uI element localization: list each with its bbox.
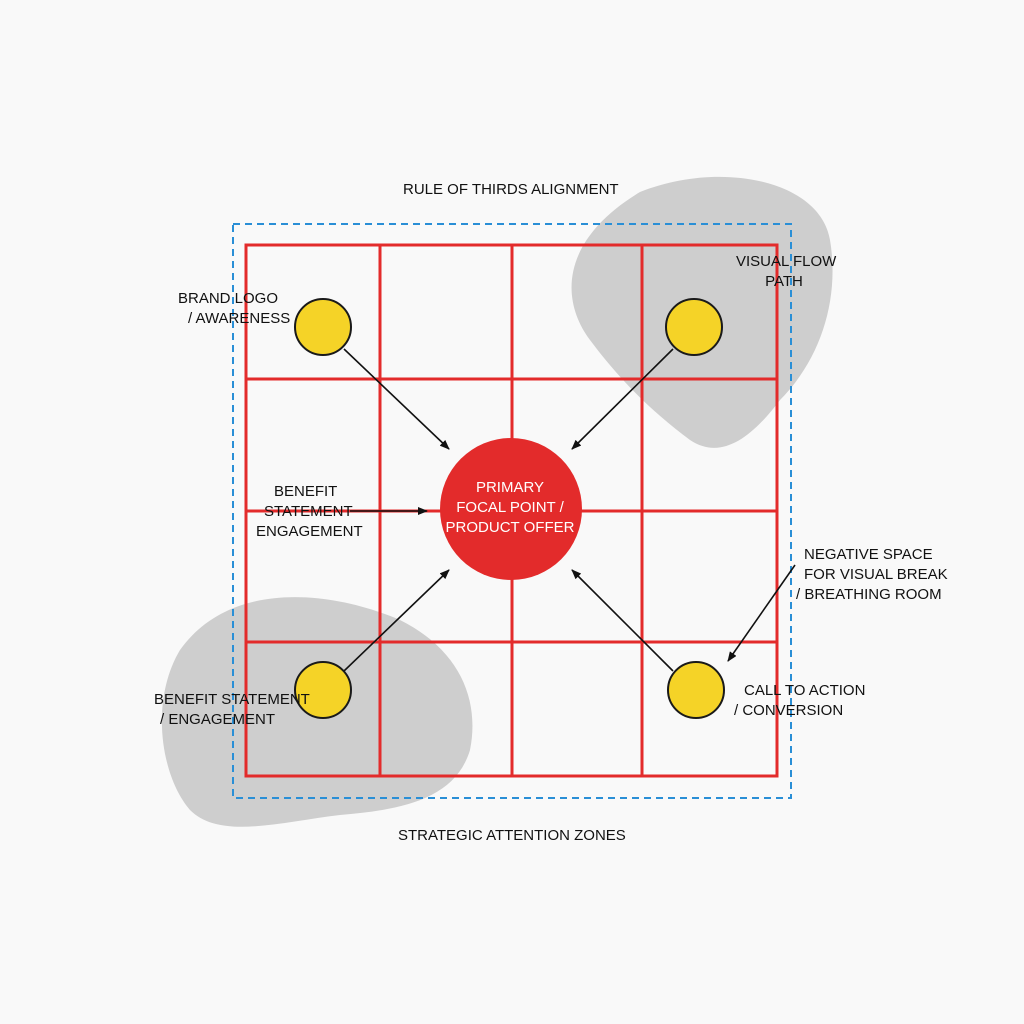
label-negative-space: NEGATIVE SPACE FOR VISUAL BREAK / BREATH… [796,545,948,605]
arrow-benefit-to-focal [343,569,450,672]
focal-label: PRIMARY FOCAL POINT / PRODUCT OFFER [440,478,580,538]
node-visual-flow [665,298,723,356]
label-benefit-mid-line-2: STATEMENT [264,503,353,520]
flow-arrows [343,348,796,672]
label-cta-line-1: CALL TO ACTION [744,682,866,699]
label-benefit-bottom-line-2: / ENGAGEMENT [160,711,276,728]
arrow-cta-to-focal [571,569,674,672]
label-cta-line-2: / CONVERSION [734,702,844,719]
focal-line-1: PRIMARY [475,479,545,496]
focal-line-3: PRODUCT OFFER [445,519,575,536]
label-brand-logo: BRAND LOGO / AWARENESS [178,289,290,329]
node-call-to-action [667,661,725,719]
label-benefit-bottom-line-1: BENEFIT STATEMENT [154,691,310,708]
label-brand-line-1: BRAND LOGO [178,290,279,307]
diagram-footer: STRATEGIC ATTENTION ZONES [398,827,626,844]
label-benefit-bottom: BENEFIT STATEMENT / ENGAGEMENT [154,690,310,730]
arrow-flow-to-focal [571,348,674,450]
label-call-to-action: CALL TO ACTION / CONVERSION [734,681,865,721]
label-brand-line-2: / AWARENESS [188,310,291,327]
node-benefit-statement [294,661,352,719]
diagram-title: RULE OF THIRDS ALIGNMENT [403,181,619,198]
arrow-negative-space [727,564,796,662]
attention-nodes [294,298,725,719]
label-benefit-mid: BENEFIT STATEMENT ENGAGEMENT [256,482,363,542]
dashed-frame [232,223,792,799]
label-negative-line-1: NEGATIVE SPACE [804,546,933,563]
label-benefit-mid-line-1: BENEFIT [274,483,338,500]
node-brand-logo [294,298,352,356]
label-visual-flow: VISUAL FLOW PATH [736,252,837,292]
label-flow-line-1: VISUAL FLOW [736,253,837,270]
label-negative-line-2: FOR VISUAL BREAK [804,566,948,583]
primary-focal-circle [440,438,582,580]
label-benefit-mid-line-3: ENGAGEMENT [256,523,363,540]
arrow-brand-to-focal [343,348,450,450]
focal-line-2: FOCAL POINT / [456,499,564,516]
label-flow-line-2: PATH [765,273,803,290]
label-negative-line-3: / BREATHING ROOM [796,586,942,603]
